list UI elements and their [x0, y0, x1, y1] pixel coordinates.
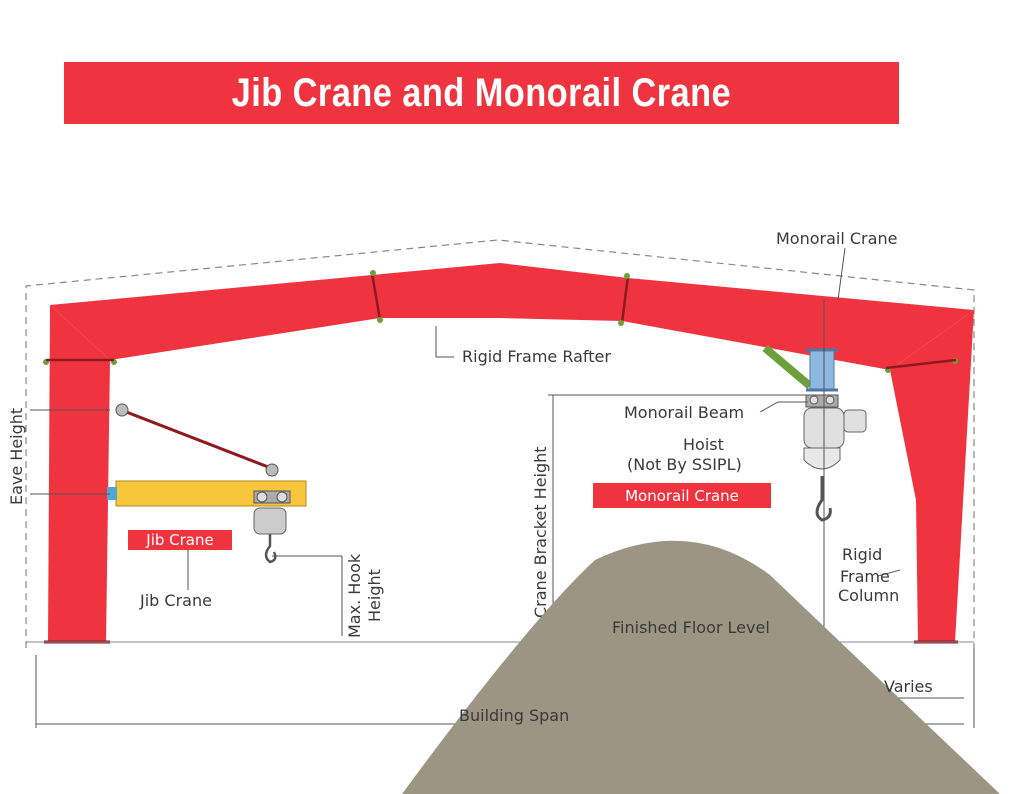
crane-bracket-height-label: Crane Bracket Height — [531, 446, 550, 618]
jib-crane-badge-bg — [128, 530, 232, 550]
grey-overlay-shape — [402, 540, 1000, 794]
right-rigid-frame-column — [890, 310, 974, 642]
building-span-label: Building Span — [459, 706, 569, 725]
rigid-frame-rafter-right — [622, 278, 974, 370]
rigid-frame-rafter-label: Rigid Frame Rafter — [462, 347, 611, 366]
monorail-beam-label: Monorail Beam — [624, 403, 744, 422]
eave-height-label: Eave Height — [7, 408, 26, 505]
hoist-assembly — [803, 394, 867, 522]
building-envelope-outline — [25, 239, 975, 648]
rigid-frame-column-label-2: Frame — [840, 567, 890, 586]
jib-crane-assembly — [107, 403, 307, 564]
knee-plates — [46, 358, 957, 370]
monorail-crane-badge-label: Monorail Crane — [625, 487, 739, 505]
hoist-note-label: (Not By SSIPL) — [627, 455, 742, 474]
finished-floor-level-label: Finished Floor Level — [612, 618, 770, 637]
rigid-frame-rafter-left-1 — [50, 275, 380, 360]
rigid-frame-rafter-left-2 — [372, 263, 628, 321]
monorail-beam-bracket — [762, 344, 838, 392]
jib-crane-badge-label: Jib Crane — [145, 531, 213, 549]
rafter-splice-plates — [370, 272, 630, 324]
rigid-frame-column-label-3: Column — [838, 586, 899, 605]
page-title: Jib Crane and Monorail Crane — [231, 70, 732, 115]
hoist-label: Hoist — [683, 435, 724, 454]
rigid-frame-column-label-1: Rigid — [842, 545, 882, 564]
monorail-crane-top-label: Monorail Crane — [776, 229, 897, 248]
jib-crane-label: Jib Crane — [139, 591, 212, 610]
max-hook-height-label-2: Height — [365, 569, 384, 622]
left-rigid-frame-column — [48, 305, 110, 642]
varies-label: Varies — [884, 677, 933, 696]
title-banner: Jib Crane and Monorail Crane — [64, 62, 899, 124]
monorail-crane-badge-bg — [593, 483, 771, 508]
max-hook-height-label-1: Max. Hook — [345, 553, 364, 638]
